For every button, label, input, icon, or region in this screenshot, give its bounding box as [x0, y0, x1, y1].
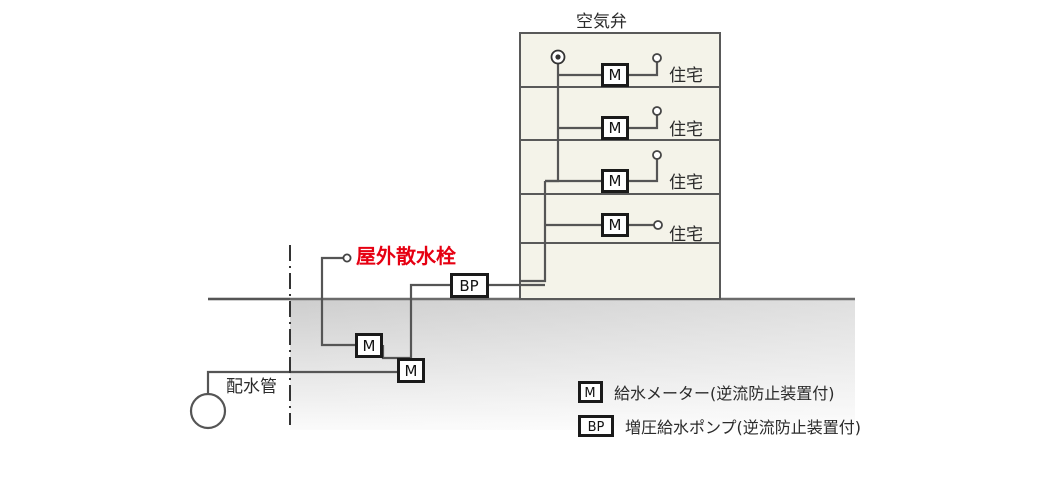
- pipe-to-outdoor-faucet: [320, 256, 355, 347]
- distribution-pipe-label: 配水管: [226, 377, 277, 397]
- ground-meter-1: M: [355, 333, 383, 358]
- meter-floor-2-label: M: [609, 216, 622, 234]
- distribution-pipe-icon: [189, 392, 227, 430]
- outlet-riser-floor-5: [629, 61, 659, 77]
- meter-floor-4: M: [601, 116, 629, 140]
- outlet-nipple-floor-2: [653, 220, 663, 230]
- dwelling-label-floor-3: 住宅: [669, 173, 703, 193]
- dwelling-label-floor-2: 住宅: [669, 225, 703, 245]
- outlet-nipples: [652, 53, 663, 230]
- legend-meter-symbol: M: [584, 386, 595, 401]
- outlet-riser-floor-3: [629, 158, 659, 183]
- legend: M 給水メーター(逆流防止装置付) BP 増圧給水ポンプ(逆流防止装置付): [578, 381, 861, 437]
- outdoor-faucet-nipple: [342, 253, 352, 263]
- ground-fill-highlight: [290, 300, 855, 430]
- dwelling-label-floor-5: 住宅: [669, 66, 703, 86]
- legend-bp-symbol: BP: [588, 420, 605, 435]
- air-valve-icon: [550, 49, 566, 65]
- legend-item-meter: M 給水メーター(逆流防止装置付): [578, 381, 835, 403]
- legend-item-booster-pump: BP 増圧給水ポンプ(逆流防止装置付): [578, 415, 861, 437]
- ground-meter-1-label: M: [363, 337, 376, 355]
- dwelling-label-floor-4: 住宅: [669, 120, 703, 140]
- air-valve-label: 空気弁: [576, 12, 627, 32]
- ground-meter-2-label: M: [405, 362, 418, 380]
- outlet-nipple-floor-3: [652, 150, 662, 160]
- distribution-main: [206, 370, 397, 400]
- outlet-riser-floor-4: [629, 114, 659, 130]
- meter-floor-2: M: [601, 213, 629, 237]
- outdoor-faucet-label: 屋外散水栓: [356, 244, 456, 268]
- outlet-nipple-floor-5: [652, 53, 662, 63]
- legend-bp-text: 増圧給水ポンプ(逆流防止装置付): [625, 418, 861, 437]
- meter-floor-5: M: [601, 63, 629, 87]
- meter-floor-4-label: M: [609, 119, 622, 137]
- ground-meter-2: M: [397, 358, 425, 383]
- building-piping: [520, 61, 659, 283]
- meter-floor-3: M: [601, 169, 629, 193]
- pipe-to-bp: [409, 283, 450, 358]
- ground-region: [208, 297, 855, 430]
- meter-floor-3-label: M: [609, 172, 622, 190]
- meter-floor-5-label: M: [609, 66, 622, 84]
- legend-meter-text: 給水メーター(逆流防止装置付): [614, 384, 835, 403]
- booster-pump-label: BP: [459, 277, 478, 295]
- riser-lower-segment: [520, 181, 547, 283]
- outlet-nipple-floor-4: [652, 106, 662, 116]
- booster-pump-symbol: BP: [450, 273, 489, 298]
